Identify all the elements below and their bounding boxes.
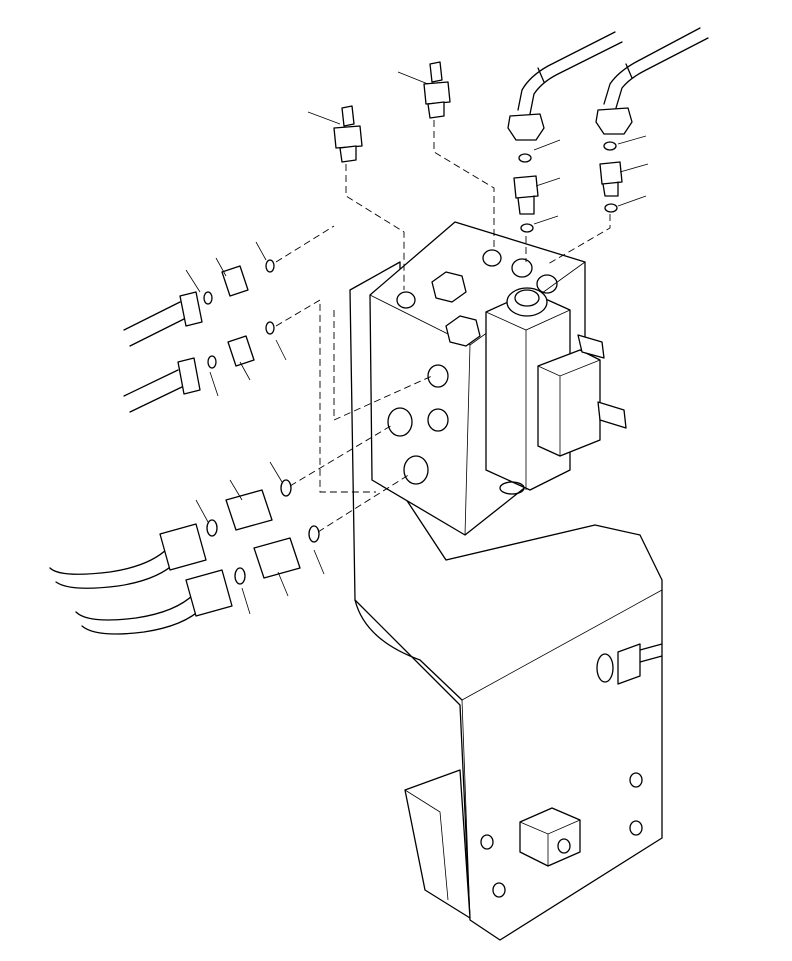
left-adapters [203, 259, 275, 369]
fitting-upper-right [513, 141, 623, 233]
lower-adapters [206, 479, 320, 585]
sensor-middle [423, 61, 451, 119]
hose-upper-1 [507, 31, 623, 141]
sensor-left [333, 105, 363, 163]
assembly-lines [275, 120, 611, 533]
hose-left-1 [123, 291, 203, 347]
hose-upper-2 [595, 27, 709, 135]
hose-lower-2 [75, 569, 233, 635]
valve-block [369, 221, 627, 536]
leader-lines [185, 71, 649, 615]
hose-lower-1 [49, 523, 207, 589]
hose-left-2 [123, 357, 201, 413]
mounting-bracket [349, 261, 663, 941]
